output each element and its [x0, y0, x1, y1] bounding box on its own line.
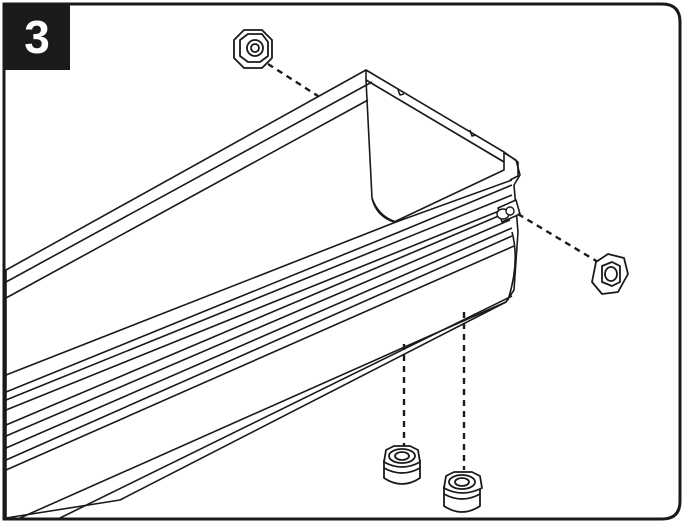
bolt-stud — [496, 206, 515, 220]
guide-line-top-nut — [267, 62, 319, 98]
assembly-guide-lines — [267, 62, 599, 470]
aluminium-channel-profile — [5, 69, 521, 519]
hex-nut-side-icon — [591, 253, 629, 295]
flange-nut-bottom-left-icon — [383, 445, 421, 485]
guide-line-side-nut — [517, 212, 599, 264]
flange-nut-top-icon — [233, 29, 273, 69]
flange-nut-bottom-right-icon — [443, 471, 483, 513]
step-number-badge: 3 — [4, 4, 70, 70]
